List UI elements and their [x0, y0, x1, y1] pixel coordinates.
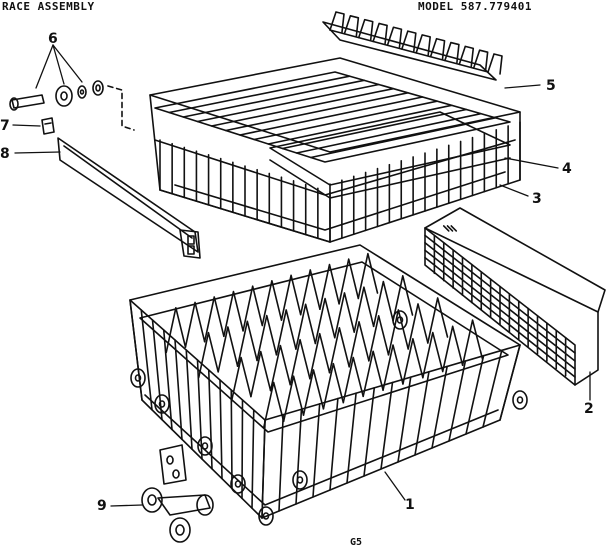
callout-5: 5 [546, 78, 556, 94]
callout-2: 2 [584, 401, 594, 417]
silverware-basket-part-2 [425, 208, 605, 385]
lower-rack-part-1 [130, 245, 527, 525]
diagram-title: RACE ASSEMBLY [2, 0, 95, 13]
leader-lines [13, 45, 590, 506]
track-rail-part-8 [58, 138, 200, 258]
page-code: G5 [350, 537, 363, 548]
model-number: MODEL 587.779401 [418, 0, 532, 13]
rack-insert-part-4 [270, 112, 510, 198]
callout-6: 6 [48, 31, 58, 47]
callout-8: 8 [0, 146, 10, 162]
cup-shelf-part-5 [323, 12, 502, 80]
callout-9: 9 [97, 498, 107, 514]
callout-1: 1 [405, 497, 415, 513]
roller-assembly-part-9 [142, 445, 213, 542]
roller-stud-part-6 [10, 81, 134, 130]
stop-clip-part-7 [42, 118, 54, 134]
upper-rack-part-3 [150, 58, 520, 242]
callout-7: 7 [0, 118, 10, 134]
callout-3: 3 [532, 191, 542, 207]
callout-4: 4 [562, 161, 572, 177]
